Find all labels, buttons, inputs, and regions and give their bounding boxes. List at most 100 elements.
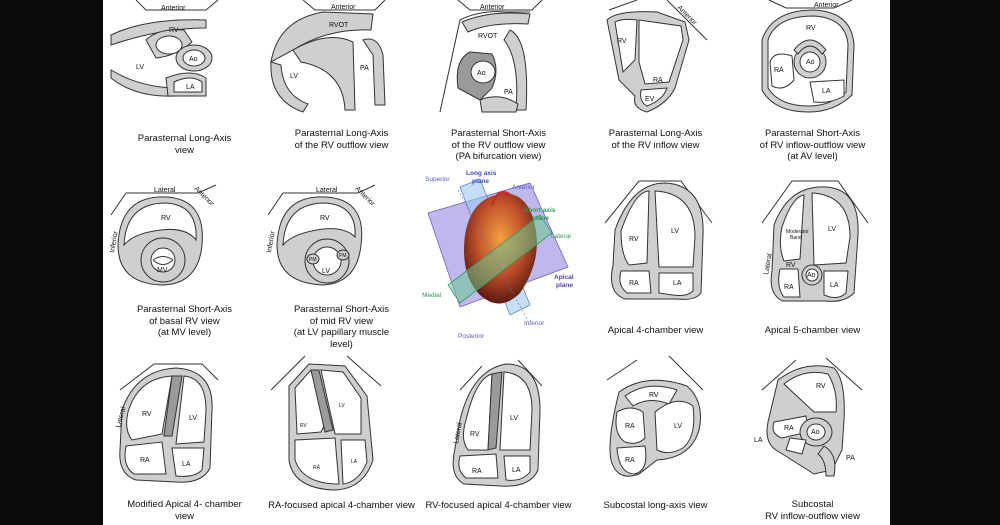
lv-label: LV [290,73,298,80]
pa-label: PA [360,65,369,72]
caption: RV-focused apical 4-chamber view [425,500,572,511]
lv-label: LV [136,64,144,71]
pm-label: PM [309,257,317,263]
rv-label: RV [806,25,816,32]
rv-label: RV [169,27,179,34]
anterior-label: Anterior [814,2,839,9]
ra-label: RA [625,457,635,464]
rv-focused-diagram: RV LV RA LA Lateral [452,359,543,487]
figure-panel: Anterior RV LV Ao LA Parasternal Long-Ax… [103,0,890,525]
la-label: LA [754,437,763,444]
lv-label: LV [674,423,682,430]
rv-label: RV [161,215,171,222]
posterior-label: Posterior [458,333,485,340]
mid-rv-diagram: Lateral Anterior Inferior RV LV PM PM [266,184,377,286]
lv-label: LV [828,226,836,233]
ra-label: RA [629,280,639,287]
lateral-label: Lateral [154,187,176,194]
lv-label: LV [339,403,345,409]
rv-label: RV [629,236,639,243]
pa-label: PA [504,89,513,96]
view-parasternal-short-axis-rv-outflow: Anterior RVOT Ao PA Parasternal Short-Ax… [420,0,577,175]
rv-label: RV [786,262,796,269]
rv-outflow-long-axis-diagram: Anterior RVOT LV PA [270,0,386,113]
view-modified-apical-4-chamber: RV LV RA LA Lateral Modified Apical 4- c… [106,350,263,525]
lateral-label: Lateral [316,187,338,194]
view-parasternal-short-axis-av-level: Anterior RV RA Ao LA Parasternal Short-A… [734,0,891,175]
ra-label: RA [784,284,794,291]
la-label: LA [830,282,839,289]
view-parasternal-short-axis-mid-rv: Lateral Anterior Inferior RV LV PM PM Pa… [263,175,420,350]
view-parasternal-long-axis: Anterior RV LV Ao LA Parasternal Long-Ax… [106,0,263,175]
rv-label: RV [649,392,659,399]
av-level-short-axis-diagram: Anterior RV RA Ao LA [761,0,855,113]
rvot-label: RVOT [329,22,349,29]
medial-label: Medial [422,292,442,299]
ao-label: Ao [189,56,198,63]
view-rv-focused-apical-4-chamber: RV LV RA LA Lateral RV-focused apical 4-… [420,350,577,525]
modified-apical-4-chamber-diagram: RV LV RA LA Lateral [115,363,219,483]
caption: RA-focused apical 4-chamber view [268,500,415,511]
ao-label: Ao [807,272,816,279]
rv-outflow-short-axis-diagram: Anterior RVOT Ao PA [439,0,543,113]
rv-label: RV [300,423,308,429]
parasternal-long-axis-diagram: Anterior RV LV Ao LA [110,0,219,97]
lateral-label: Lateral [551,233,571,240]
mv-label: MV [157,267,168,274]
anterior-label: Anterior [331,4,356,11]
ra-label: RA [625,423,635,430]
la-label: LA [182,461,191,468]
rv-label: RV [320,215,330,222]
la-label: LA [673,280,682,287]
rv-label: RV [470,431,480,438]
rv-label: RV [617,38,627,45]
la-label: LA [822,88,831,95]
la-label: LA [351,459,358,465]
rv-label: RV [142,411,152,418]
superior-label: Superior [425,176,450,183]
view-parasternal-long-axis-rv-outflow: Anterior RVOT LV PA Parasternal Long-Axi… [263,0,420,175]
lateral-label: Lateral [453,422,464,445]
pm-label: PM [339,253,347,259]
caption: Subcostal long-axis view [603,500,708,511]
subcostal-long-axis-diagram: RV LV RA RA [606,355,704,477]
lv-label: LV [510,415,518,422]
ra-label: RA [472,468,482,475]
anterior-label: Anterior [512,184,536,191]
ra-focused-diagram: RV LV RA LA [270,355,382,491]
inferior-label: Inferior [109,230,120,253]
anterior-label: Anterior [354,185,377,208]
ao-label: Ao [477,70,486,77]
rv-label: RV [816,383,826,390]
rv-inflow-long-axis-diagram: RV RA EV Anterior [606,0,708,113]
apical-4-chamber-diagram: RV LV RA LA [604,180,713,300]
ra-label: RA [140,457,150,464]
lv-label: LV [189,415,197,422]
la-label: LA [512,467,521,474]
anterior-label: Anterior [161,5,186,12]
anterior-label: Anterior [193,185,216,208]
view-subcostal-long-axis: RV LV RA RA Subcostal long-axis view [577,350,734,525]
caption: Apical 4-chamber view [607,325,704,336]
ra-label: RA [774,67,784,74]
ra-label: RA [784,425,794,432]
lateral-label: Lateral [763,253,774,276]
caption: Apical 5-chamber view [764,325,861,336]
